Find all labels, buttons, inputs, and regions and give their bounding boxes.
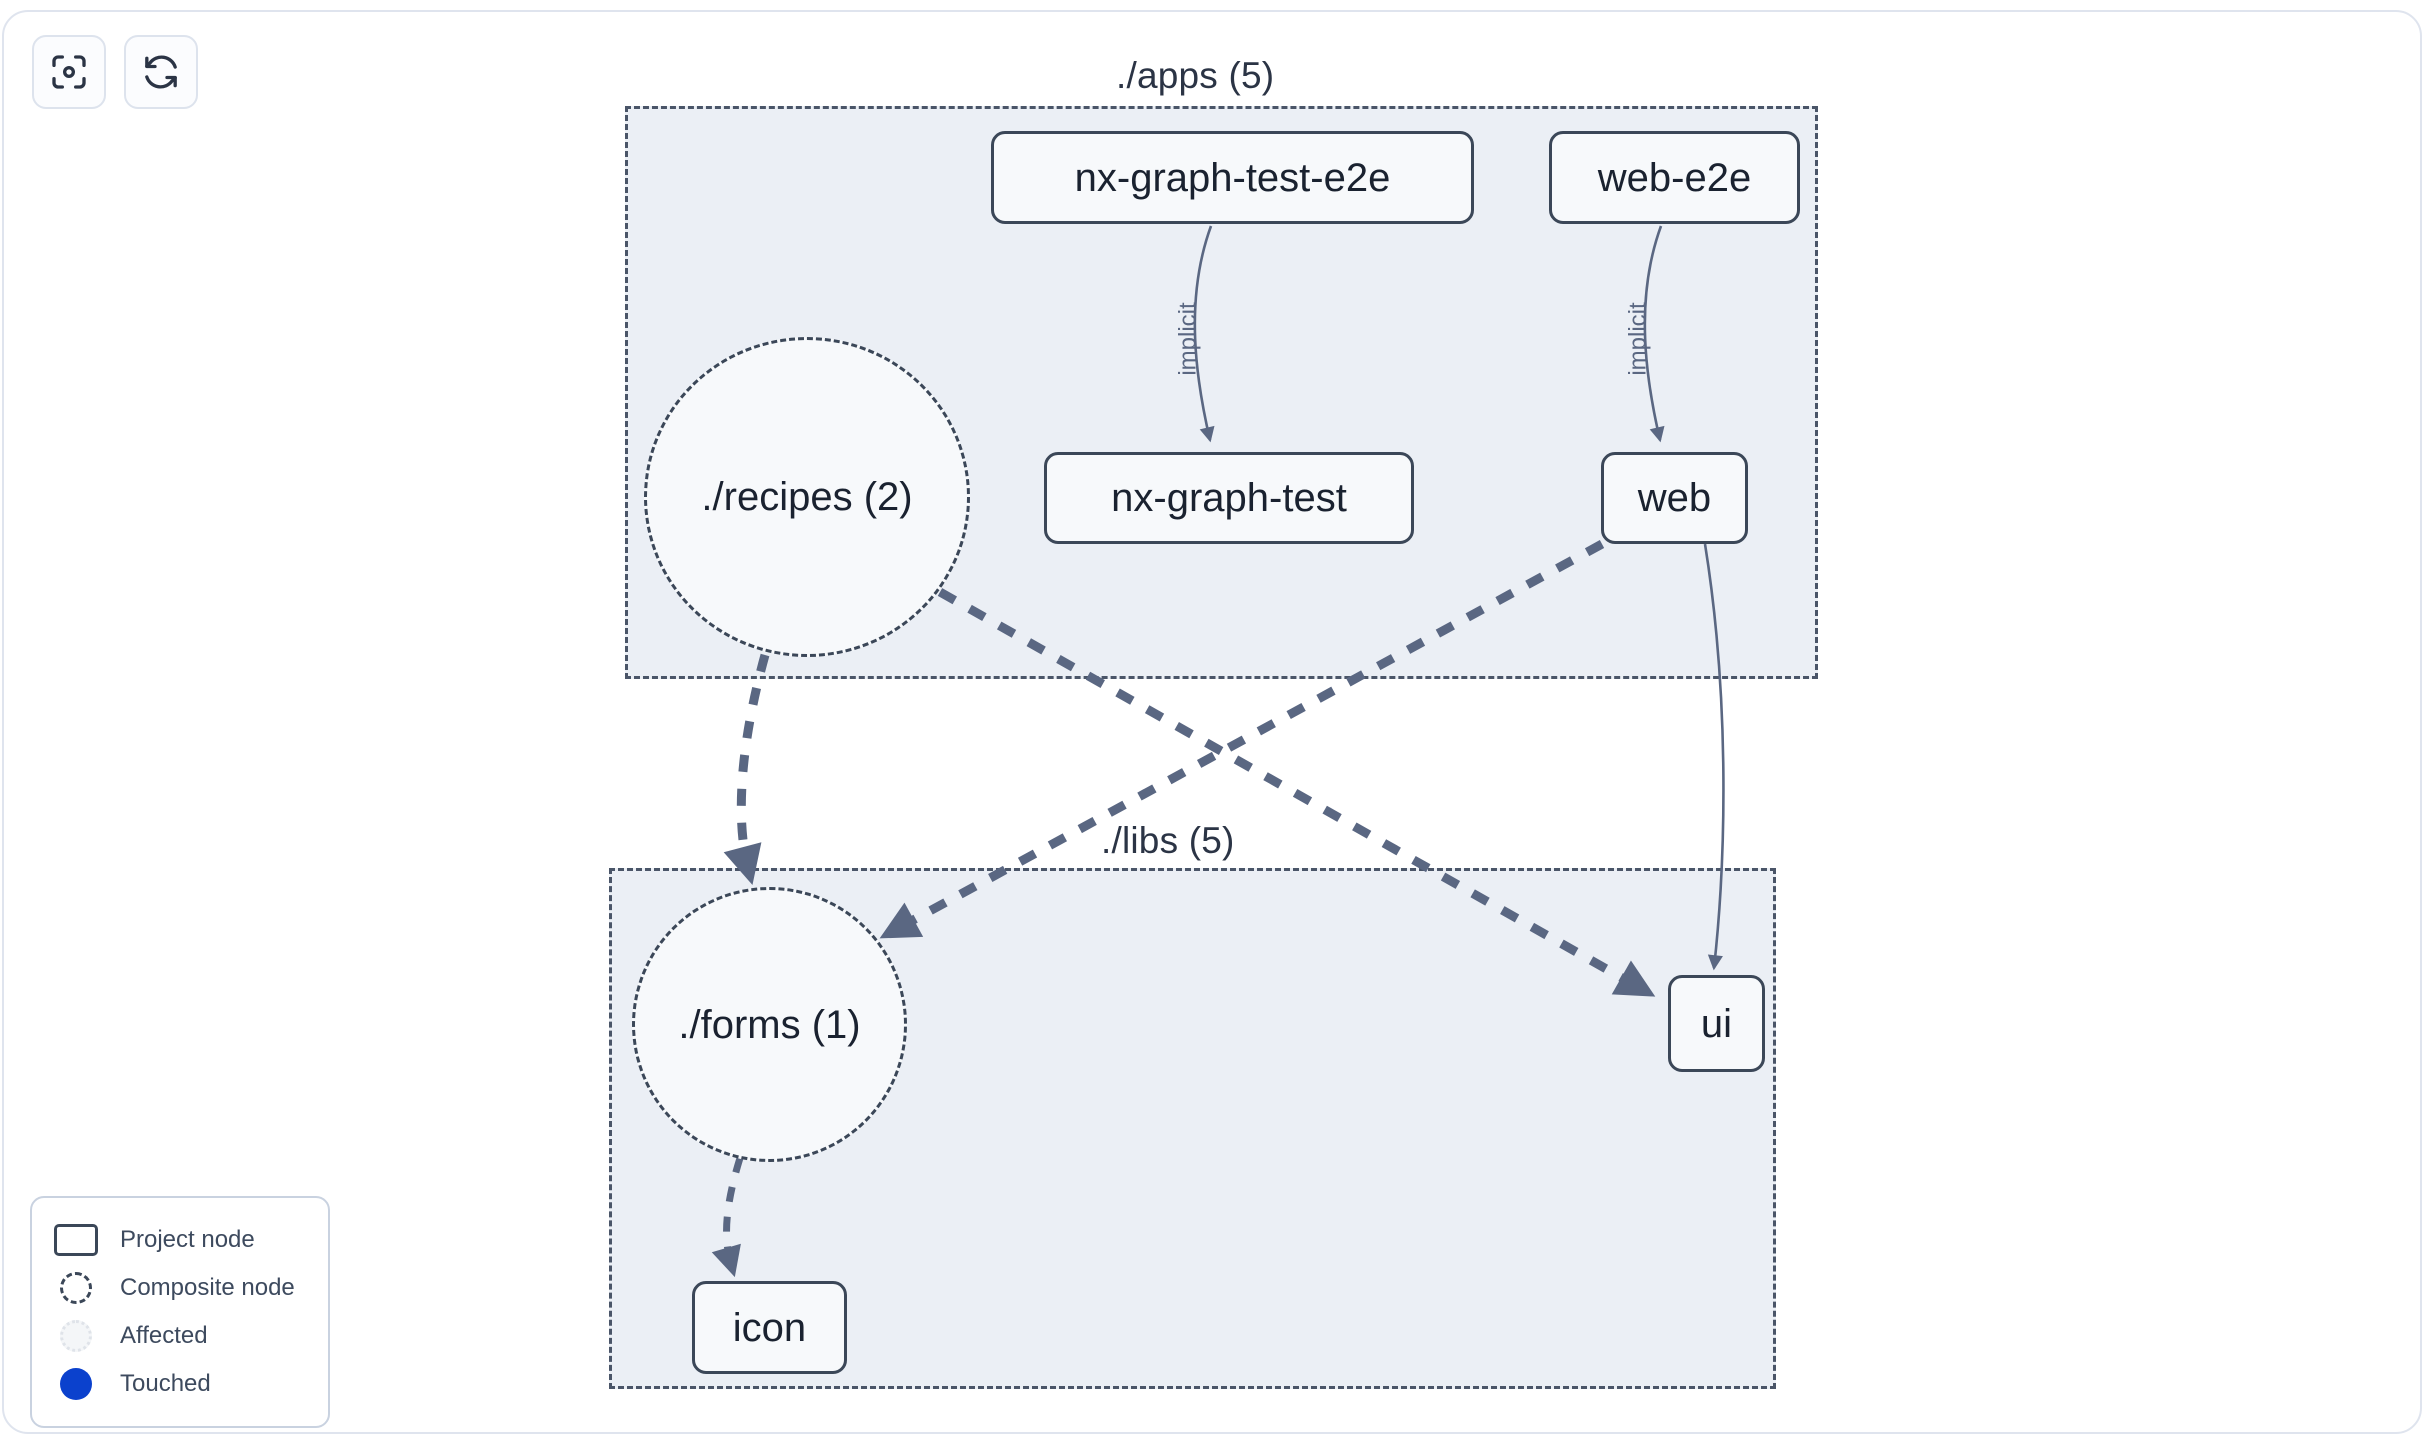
composite-node-swatch xyxy=(54,1271,98,1305)
legend-item-touched: Touched xyxy=(54,1360,308,1408)
legend-label: Touched xyxy=(120,1370,211,1397)
node-nx-graph-test[interactable]: nx-graph-test xyxy=(1044,452,1414,544)
focus-graph-button[interactable] xyxy=(32,35,106,109)
edge-label-implicit-1: implicit xyxy=(1174,302,1202,376)
node-label: ui xyxy=(1700,1001,1733,1046)
touched-swatch xyxy=(54,1367,98,1401)
node-nx-graph-test-e2e[interactable]: nx-graph-test-e2e xyxy=(991,131,1474,224)
node-ui[interactable]: ui xyxy=(1668,975,1765,1072)
edge-label-implicit-2: implicit xyxy=(1624,302,1652,376)
node-recipes[interactable]: ./recipes (2) xyxy=(644,337,970,657)
legend-item-composite-node: Composite node xyxy=(54,1264,308,1312)
node-label: web-e2e xyxy=(1597,155,1752,200)
node-label: icon xyxy=(732,1305,807,1350)
legend-item-affected: Affected xyxy=(54,1312,308,1360)
node-icon[interactable]: icon xyxy=(692,1281,847,1374)
legend-label: Project node xyxy=(120,1226,255,1253)
graph-legend: Project node Composite node Affected Tou… xyxy=(30,1196,330,1428)
node-label: nx-graph-test xyxy=(1111,476,1347,520)
node-web-e2e[interactable]: web-e2e xyxy=(1549,131,1800,224)
graph-toolbar xyxy=(32,35,198,109)
legend-item-project-node: Project node xyxy=(54,1216,308,1264)
group-label-libs: ./libs (5) xyxy=(1101,820,1235,861)
node-label: nx-graph-test-e2e xyxy=(1074,155,1391,200)
legend-label: Affected xyxy=(120,1322,208,1349)
node-web[interactable]: web xyxy=(1601,452,1748,544)
node-label: ./forms (1) xyxy=(678,1002,861,1047)
node-label: web xyxy=(1637,476,1712,520)
node-forms[interactable]: ./forms (1) xyxy=(632,887,907,1162)
group-label-apps: ./apps (5) xyxy=(1116,55,1275,96)
legend-label: Composite node xyxy=(120,1274,295,1301)
node-label: ./recipes (2) xyxy=(701,475,913,519)
project-node-swatch xyxy=(54,1223,98,1257)
edge-recipes-to-forms xyxy=(723,653,770,885)
focus-scan-icon xyxy=(49,52,89,92)
refresh-icon xyxy=(141,52,181,92)
affected-swatch xyxy=(54,1319,98,1353)
refresh-graph-button[interactable] xyxy=(124,35,198,109)
